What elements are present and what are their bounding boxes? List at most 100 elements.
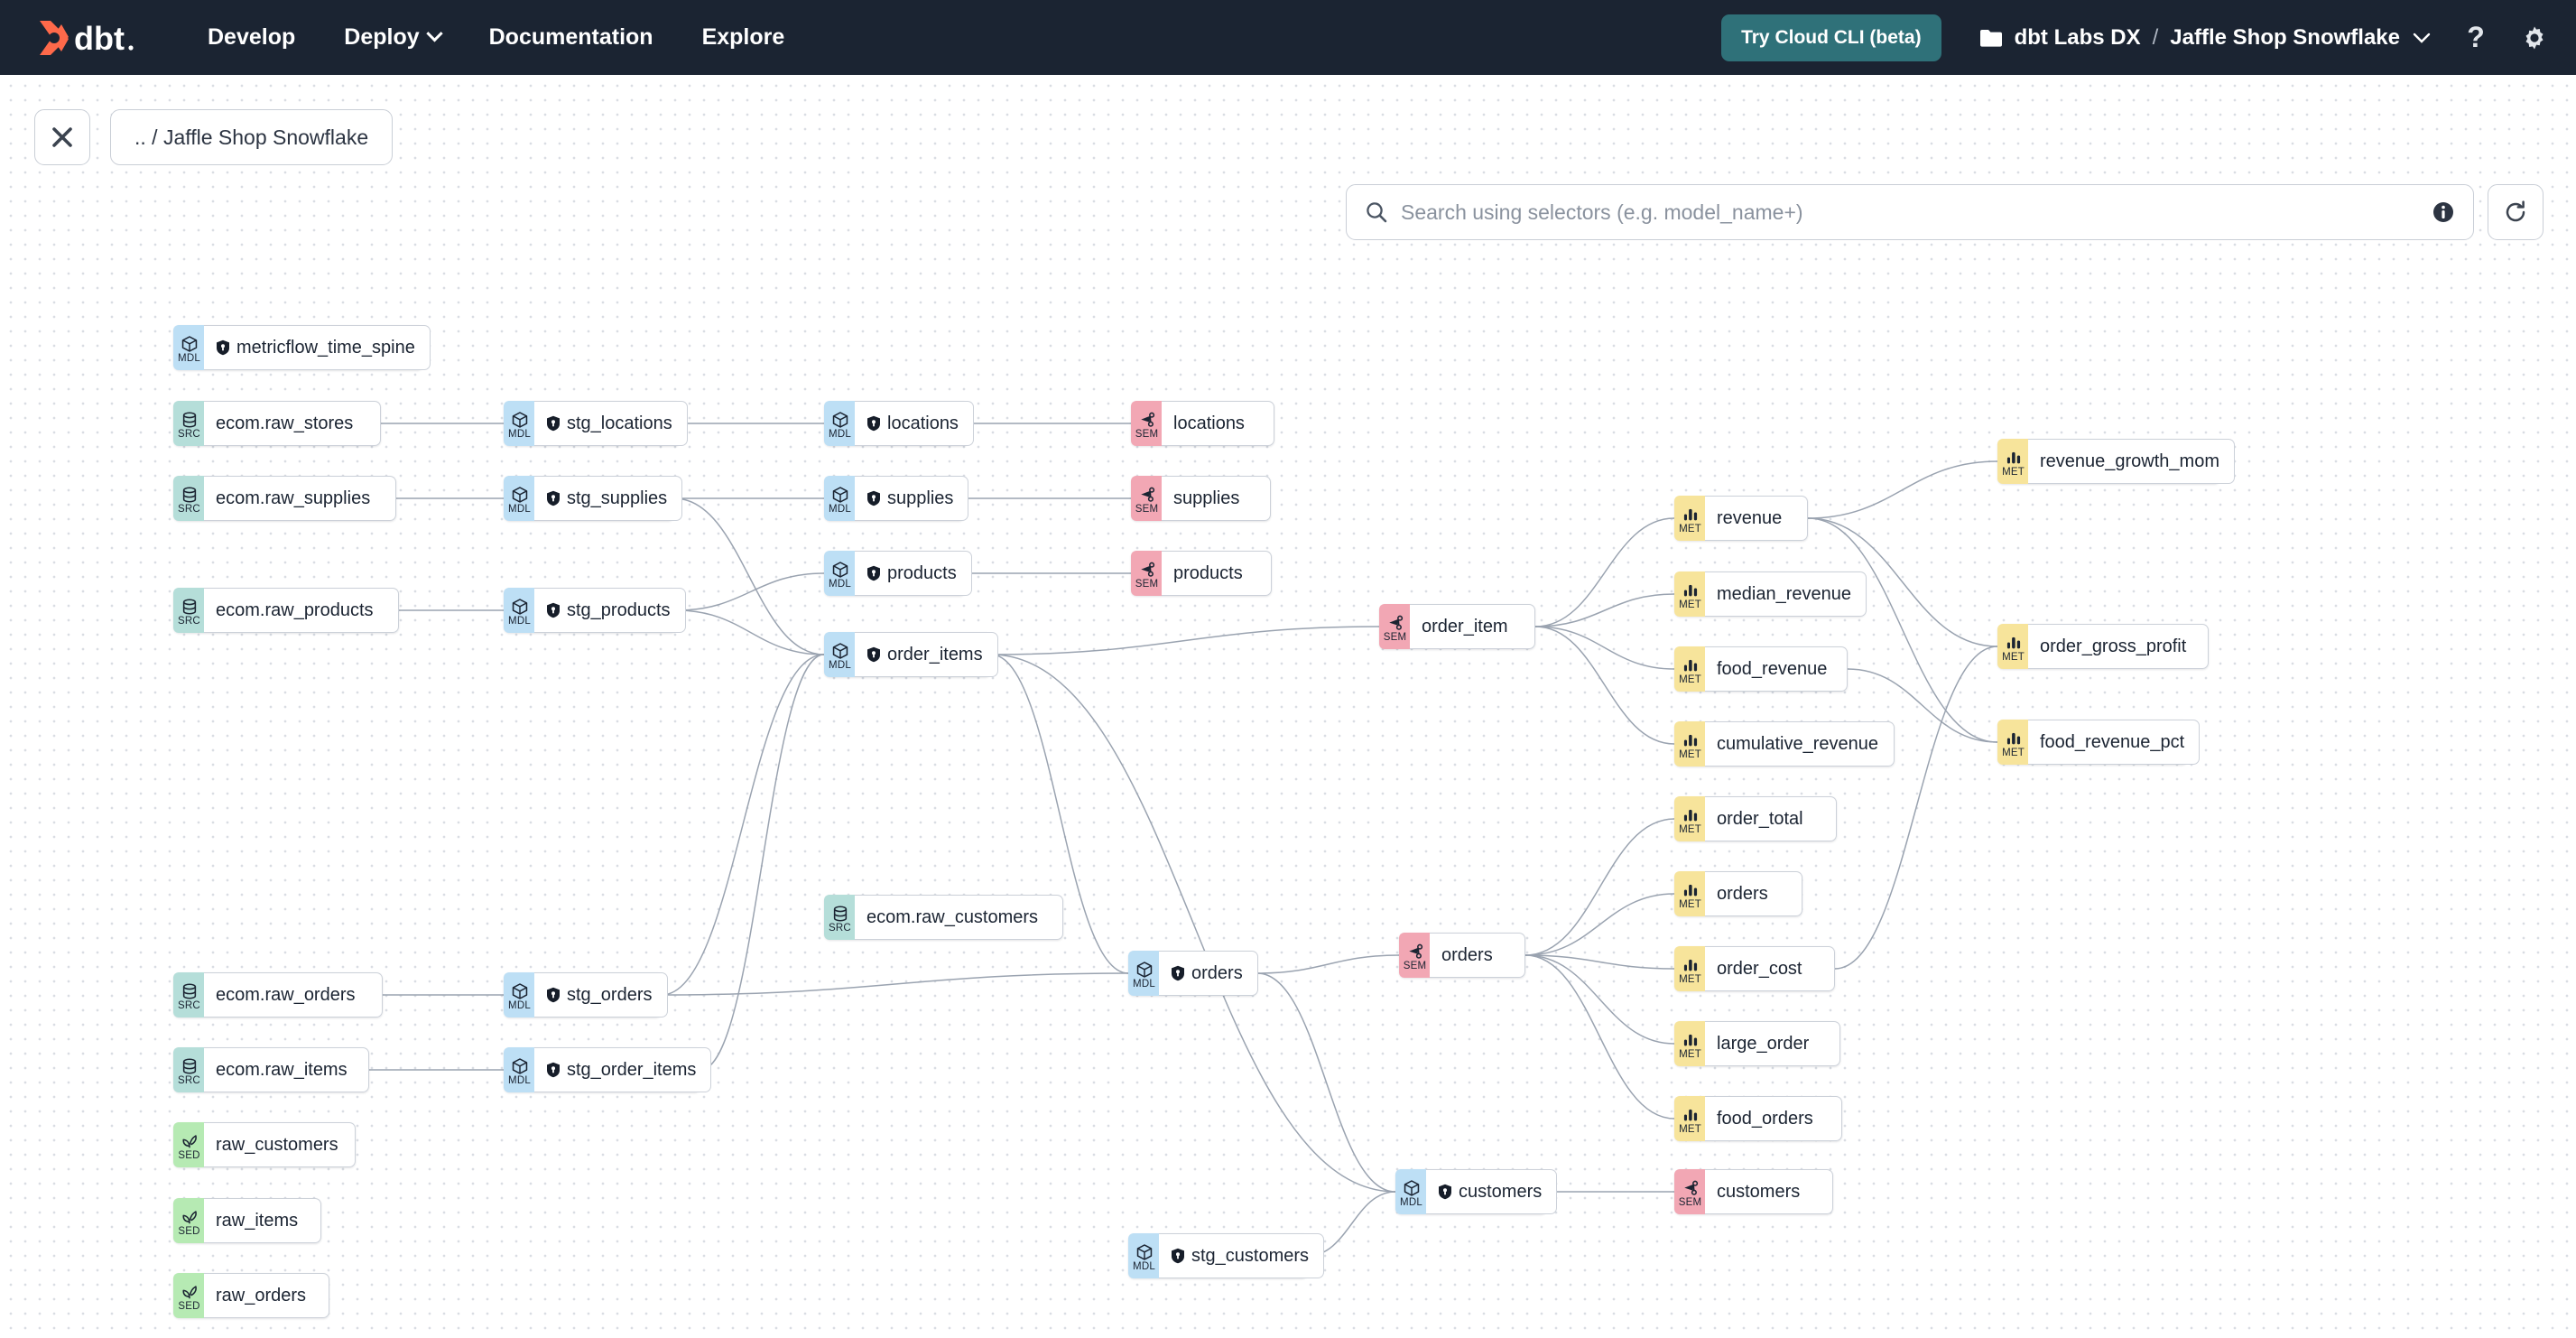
cube-icon bbox=[512, 982, 527, 999]
nav-link-explore[interactable]: Explore bbox=[702, 24, 785, 51]
node-label: supplies bbox=[1173, 488, 1240, 508]
project-name: Jaffle Shop Snowflake bbox=[2170, 24, 2400, 50]
node-label: stg_customers bbox=[1191, 1245, 1310, 1266]
account-project-breadcrumb[interactable]: dbt Labs DX / Jaffle Shop Snowflake bbox=[1979, 25, 2432, 51]
node-type-badge-met: MET bbox=[1997, 624, 2028, 669]
shield-icon bbox=[547, 987, 560, 1003]
dbt-logo-icon: dbt bbox=[40, 20, 134, 57]
node-body: ecom.raw_stores bbox=[204, 401, 381, 446]
dbt-logo[interactable]: dbt bbox=[34, 15, 135, 60]
nav-link-documentation[interactable]: Documentation bbox=[489, 24, 653, 51]
node-label: food_revenue_pct bbox=[2040, 731, 2185, 752]
shield-icon bbox=[867, 415, 880, 432]
node-type-label: MDL bbox=[829, 428, 851, 440]
try-cloud-cli-button[interactable]: Try Cloud CLI (beta) bbox=[1721, 14, 1941, 61]
node-label: ecom.raw_orders bbox=[216, 984, 356, 1005]
bar-chart-icon bbox=[2006, 636, 2020, 648]
node-label: stg_order_items bbox=[567, 1059, 697, 1080]
node-body: raw_orders bbox=[204, 1273, 329, 1318]
node-body: median_revenue bbox=[1705, 571, 1867, 617]
node-type-badge-met: MET bbox=[1997, 439, 2028, 484]
shield-icon bbox=[867, 490, 880, 506]
refresh-button[interactable] bbox=[2488, 184, 2544, 240]
node-type-badge-src: SRC bbox=[173, 476, 204, 521]
node-label: locations bbox=[1173, 413, 1245, 433]
graph-edge bbox=[1524, 893, 1675, 956]
graph-edge bbox=[1534, 626, 1675, 745]
node-body: stg_supplies bbox=[534, 476, 683, 521]
chevron-down-icon bbox=[2413, 33, 2431, 43]
node-type-label: SEM bbox=[1678, 1196, 1702, 1208]
lineage-graph-canvas[interactable]: .. / Jaffle Shop Snowflake MDLmetricflow… bbox=[0, 75, 2576, 1338]
node-type-label: SRC bbox=[178, 999, 200, 1011]
info-circle-icon[interactable] bbox=[2432, 200, 2455, 224]
node-body: supplies bbox=[1162, 476, 1271, 521]
search-icon bbox=[1367, 202, 1387, 223]
graph-node-ecom_raw_orders[interactable]: SRC ecom.raw_orders bbox=[173, 972, 383, 1017]
nav-link-develop[interactable]: Develop bbox=[208, 24, 295, 51]
node-body: products bbox=[1162, 551, 1272, 596]
node-type-label: SED bbox=[178, 1300, 200, 1312]
gear-icon[interactable] bbox=[2520, 23, 2549, 52]
graph-edge bbox=[661, 654, 825, 996]
node-type-label: SRC bbox=[178, 615, 200, 627]
node-type-badge-met: MET bbox=[1674, 571, 1705, 617]
graph-edge bbox=[1807, 517, 1998, 743]
nav-link-deploy[interactable]: Deploy bbox=[344, 24, 443, 51]
graph-node-raw_orders[interactable]: SED raw_orders bbox=[173, 1273, 329, 1318]
graph-edge bbox=[1534, 517, 1675, 627]
help-icon[interactable]: ? bbox=[2462, 23, 2489, 53]
search-input[interactable] bbox=[1401, 200, 2432, 225]
close-graph-button[interactable] bbox=[34, 109, 90, 165]
bar-chart-icon bbox=[2006, 451, 2020, 463]
search-bar[interactable] bbox=[1346, 184, 2474, 240]
cube-icon bbox=[1136, 961, 1152, 978]
node-type-badge-mdl: MDL bbox=[1395, 1169, 1426, 1214]
node-label: order_total bbox=[1717, 808, 1803, 829]
node-type-label: SRC bbox=[829, 922, 851, 934]
bar-chart-icon bbox=[1683, 659, 1697, 671]
node-type-label: MDL bbox=[178, 352, 200, 364]
breadcrumb[interactable]: .. / Jaffle Shop Snowflake bbox=[110, 109, 394, 165]
node-type-label: SED bbox=[178, 1149, 200, 1161]
node-label: stg_supplies bbox=[567, 488, 668, 508]
